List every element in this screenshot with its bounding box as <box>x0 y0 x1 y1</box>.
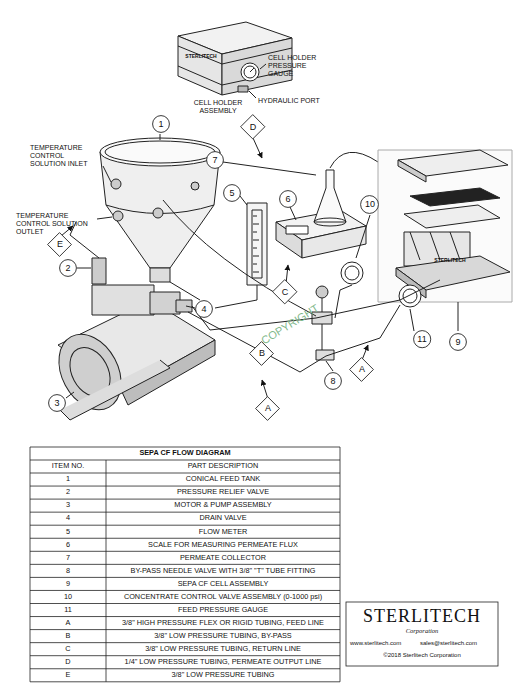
brand-mark: STERLITECH <box>428 258 472 264</box>
callout-text: E <box>57 240 63 249</box>
table-cell: SEPA CF CELL ASSEMBLY <box>106 577 340 590</box>
callout-text: 2 <box>65 264 70 273</box>
table-header: ITEM NO. <box>30 460 106 473</box>
item-number: 9 <box>30 577 106 590</box>
item-number: 8 <box>30 564 106 577</box>
callout-text: 5 <box>229 189 234 198</box>
table-cell: CONCENTRATE CONTROL VALVE ASSEMBLY (0-10… <box>106 590 340 603</box>
item-number: 7 <box>30 551 106 564</box>
item-number: 6 <box>30 538 106 551</box>
callout-number: 9 <box>449 333 467 351</box>
tubing <box>70 200 440 372</box>
table-cell: 3/8" LOW PRESSURE TUBING, RETURN LINE <box>106 643 340 656</box>
item-number: 3 <box>30 499 106 512</box>
callout-text: 3 <box>54 399 59 408</box>
part-label: CELL HOLDER PRESSURE GAUGE <box>268 54 332 78</box>
part-label: CELL HOLDER ASSEMBLY <box>188 99 248 115</box>
table-cell: PRESSURE RELIEF VALVE <box>106 486 340 499</box>
logo-text: Corporation <box>346 627 498 634</box>
table-cell: PERMEATE COLLECTOR <box>106 551 340 564</box>
item-number: 10 <box>30 590 106 603</box>
callout-text: 11 <box>417 335 426 344</box>
callout-text: A <box>265 404 271 413</box>
tubing-callout-diamond: C <box>272 279 298 305</box>
callout-number: 8 <box>324 372 342 390</box>
scale <box>223 152 378 258</box>
flow-meter <box>215 196 267 308</box>
table-cell: 3/8" HIGH PRESSURE FLEX OR RIGID TUBING,… <box>106 617 340 630</box>
item-number: 2 <box>30 486 106 499</box>
callout-number: 4 <box>195 300 213 318</box>
gauges-valves <box>312 215 421 371</box>
callout-number: 6 <box>279 190 297 208</box>
tube-arrows <box>61 138 368 399</box>
table-cell: SCALE FOR MEASURING PERMEATE FLUX <box>106 538 340 551</box>
callout-number: 7 <box>206 151 224 169</box>
item-number: D <box>30 656 106 669</box>
brand-mark: STERLITECH <box>181 54 221 60</box>
conical-feed-tank <box>97 134 220 282</box>
table-header: PART DESCRIPTION <box>106 460 340 473</box>
tubing-callout-diamond: A <box>255 396 280 421</box>
callout-number: 2 <box>59 259 77 277</box>
sepa-cf-cell <box>378 150 512 331</box>
table-cell: 3/8" LOW PRESSURE TUBING, BY-PASS <box>106 630 340 643</box>
table-cell: DRAIN VALVE <box>106 512 340 525</box>
callout-number: 3 <box>48 394 66 412</box>
table-title: SEPA CF FLOW DIAGRAM <box>30 447 340 460</box>
callout-text: 1 <box>158 120 163 129</box>
item-number: 5 <box>30 525 106 538</box>
part-label: HYDRAULIC PORT <box>258 97 320 105</box>
callout-text: 8 <box>330 377 335 386</box>
motor-pump <box>46 258 215 420</box>
callout-text: D <box>250 123 257 132</box>
item-number: A <box>30 617 106 630</box>
table-cell: CONICAL FEED TANK <box>106 473 340 486</box>
callout-text: A <box>359 365 365 374</box>
logo-box <box>346 602 498 666</box>
tubing-callout-diamond: A <box>349 357 374 382</box>
item-number: B <box>30 630 106 643</box>
table-cell: 3/8" LOW PRESSURE TUBING <box>106 669 340 682</box>
callout-text: 7 <box>212 156 217 165</box>
callout-text: 4 <box>201 305 206 314</box>
logo-text: www.sterlitech.com <box>350 640 420 647</box>
part-label: TEMPERATURE CONTROL SOLUTION OUTLET <box>16 212 94 236</box>
callout-text: 9 <box>455 338 460 347</box>
table-cell: BY-PASS NEEDLE VALVE WITH 3/8" "T" TUBE … <box>106 564 340 577</box>
callout-number: 11 <box>413 330 431 348</box>
callout-number: 10 <box>360 195 379 214</box>
callout-text: B <box>259 349 265 358</box>
table-cell: MOTOR & PUMP ASSEMBLY <box>106 499 340 512</box>
callout-text: 10 <box>365 200 375 209</box>
item-number: C <box>30 643 106 656</box>
callout-text: C <box>282 288 289 297</box>
tubing-callout-diamond: D <box>240 114 266 140</box>
item-number: E <box>30 669 106 682</box>
logo-text: STERLITECH <box>346 606 498 627</box>
callout-text: 6 <box>285 195 290 204</box>
logo-text: sales@sterlitech.com <box>420 640 496 647</box>
table-cell: 1/4" LOW PRESSURE TUBING, PERMEATE OUTPU… <box>106 656 340 669</box>
table-cell: FEED PRESSURE GAUGE <box>106 604 340 617</box>
table-cell: FLOW METER <box>106 525 340 538</box>
callout-number: 5 <box>223 184 241 202</box>
part-label: TEMPERATURE CONTROL SOLUTION INLET <box>30 144 100 168</box>
callout-number: 1 <box>152 115 170 133</box>
item-number: 4 <box>30 512 106 525</box>
logo-text: ©2018 Sterlitech Corporation <box>346 652 498 659</box>
tubing-callout-diamond: E <box>47 232 72 257</box>
item-number: 11 <box>30 604 106 617</box>
item-number: 1 <box>30 473 106 486</box>
